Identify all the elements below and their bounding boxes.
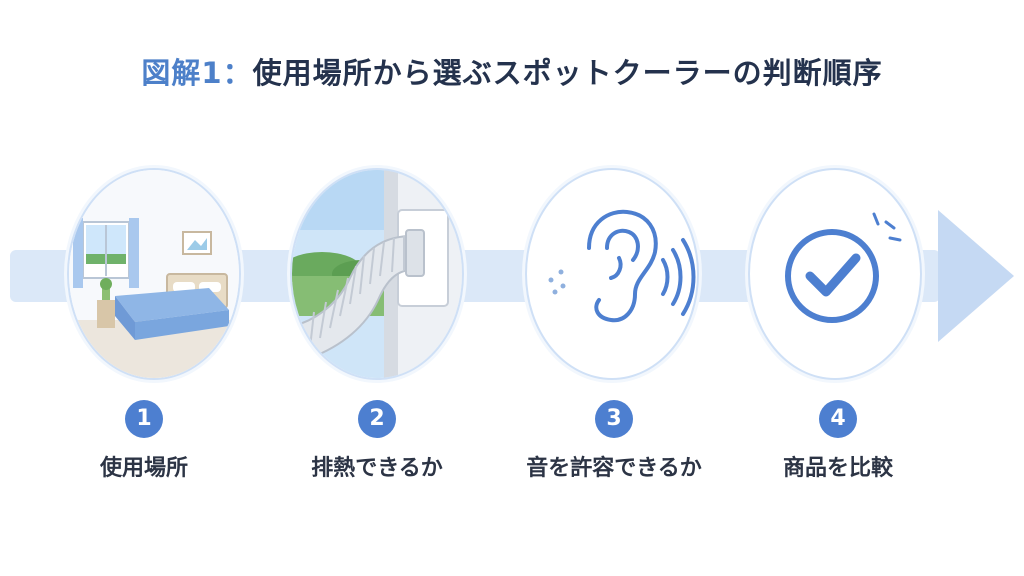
title-text: 使用場所から選ぶスポットクーラーの判断順序 [252,56,883,90]
bedroom-illustration [69,170,239,378]
step-4-label: 商品を比較 [782,456,893,481]
step-3-circle [525,168,699,380]
step-4-circle [748,168,922,380]
step-1-circle [67,168,241,380]
step-2-circle [290,168,464,380]
step-2-label: 排熱できるか [311,456,443,481]
title-prefix: 図解1： [141,56,253,90]
step-2-badge: 2 [358,400,396,438]
step-1-label: 使用場所 [99,456,188,481]
step-3-label: 音を許容できるか [526,456,702,481]
window-exhaust-hose-illustration [292,170,462,378]
step-4-badge: 4 [819,400,857,438]
step-1-badge: 1 [125,400,163,438]
step-3-badge: 3 [595,400,633,438]
diagram-title: 図解1：使用場所から選ぶスポットクーラーの判断順序 [0,50,1024,92]
check-circle-icon [785,212,902,323]
ear-sound-icon [548,209,696,323]
